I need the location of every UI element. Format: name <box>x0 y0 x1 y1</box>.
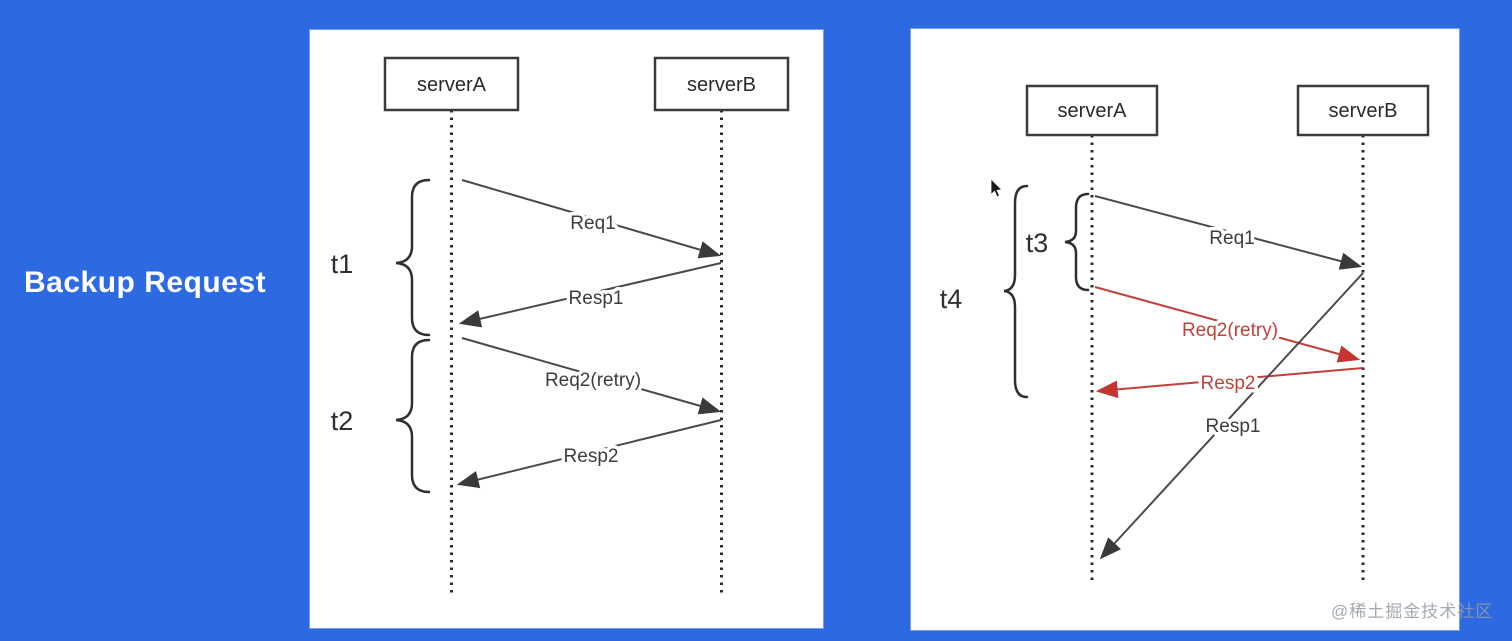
participant-serverB: serverB <box>653 56 790 112</box>
message-label-resp2: Resp2 <box>1201 373 1256 394</box>
time-bracket-label: t2 <box>331 406 354 436</box>
curly-brace <box>1064 192 1090 292</box>
participant-label: serverB <box>687 74 756 96</box>
participant-box <box>1296 84 1430 137</box>
message-label-req1: Req1 <box>1209 228 1254 249</box>
participant-box <box>383 56 520 112</box>
time-bracket-label: t3 <box>1026 228 1049 258</box>
participant-box <box>653 56 790 112</box>
message-label-resp2: Resp2 <box>564 446 619 467</box>
time-bracket-label: t1 <box>331 249 354 279</box>
arrow-resp2 <box>456 419 722 489</box>
message-label-resp1: Resp1 <box>569 288 624 309</box>
arrow-req2-retry <box>461 337 722 415</box>
page-title: Backup Request <box>24 266 267 299</box>
message-label-resp1: Resp1 <box>1206 416 1261 437</box>
arrow-req1 <box>461 179 722 259</box>
participant-serverA: serverA <box>1025 84 1159 137</box>
arrow-resp2 <box>1095 367 1364 399</box>
left-sequence-diagram: serverA serverB t1 t2 Req1 Resp1 Req2(re… <box>331 56 790 596</box>
participant-label: serverA <box>417 74 487 96</box>
participant-serverA: serverA <box>383 56 520 112</box>
curly-brace <box>1003 184 1029 399</box>
watermark-text: @稀土掘金技术社区 <box>1331 602 1494 621</box>
curly-brace <box>395 178 431 337</box>
sequence-diagram-panel-left: serverA serverB t1 t2 Req1 Resp1 Req2(re… <box>310 30 823 628</box>
arrow-resp1 <box>458 262 722 328</box>
message-label-req2-retry: Req2(retry) <box>545 370 641 391</box>
arrow-req1 <box>1094 195 1363 270</box>
time-bracket-t1: t1 <box>331 178 431 337</box>
right-sequence-diagram: serverA serverB t4 t3 Req1 Req2(retry) R… <box>940 84 1430 581</box>
participant-serverB: serverB <box>1296 84 1430 137</box>
message-label-req1: Req1 <box>570 213 615 234</box>
time-bracket-t2: t2 <box>331 338 431 494</box>
participant-label: serverA <box>1058 100 1128 122</box>
curly-brace <box>395 338 431 494</box>
time-bracket-t4: t4 <box>940 184 1029 399</box>
message-label-req2-retry: Req2(retry) <box>1182 320 1278 341</box>
mouse-cursor-icon <box>990 178 1003 198</box>
time-bracket-label: t4 <box>940 284 963 314</box>
sequence-diagram-panel-right: serverA serverB t4 t3 Req1 Req2(retry) R… <box>911 29 1459 630</box>
time-bracket-t3: t3 <box>1026 192 1090 292</box>
arrow-req2-retry <box>1094 286 1361 363</box>
participant-box <box>1025 84 1159 137</box>
arrow-resp1 <box>1099 272 1364 560</box>
participant-label: serverB <box>1329 100 1398 122</box>
